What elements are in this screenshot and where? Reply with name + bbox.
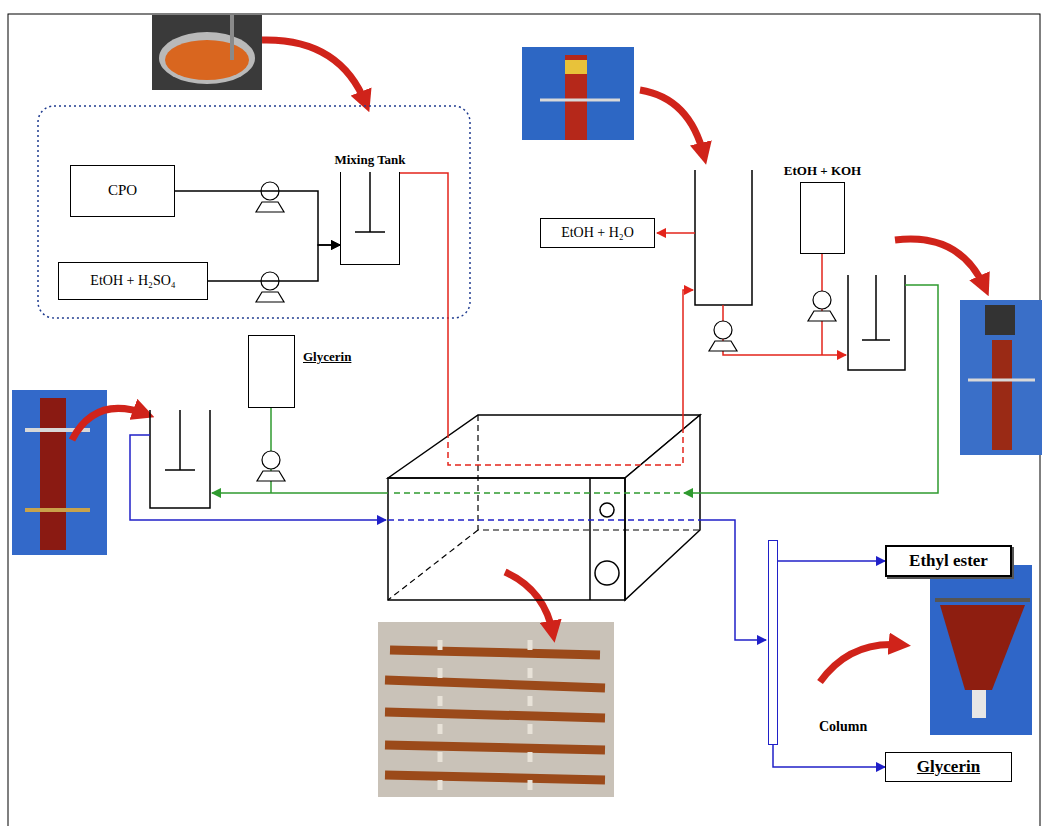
callout-arrow: [262, 40, 366, 104]
pump-symbol: [257, 471, 285, 481]
stream-line: [723, 305, 846, 355]
pump-symbol: [256, 292, 284, 302]
photo-separator: [540, 99, 620, 102]
callout-arrow: [505, 572, 553, 634]
product-box: Glycerin: [885, 752, 1012, 782]
photo-tubes: [385, 680, 605, 688]
agitator: [862, 275, 890, 340]
photo-funnel: [935, 598, 1030, 602]
callout-arrow: [820, 644, 902, 682]
box-label: Glycerin: [917, 757, 980, 777]
stream-line: [683, 290, 693, 432]
mixer-vessel: [150, 410, 210, 508]
reactor-knob: [600, 503, 614, 517]
photo-tubes: [390, 650, 600, 655]
mixer-vessel: [848, 275, 905, 370]
stream-line: [212, 492, 388, 494]
vessel-label: Mixing Tank: [334, 153, 405, 168]
stream-line: [388, 519, 700, 521]
pump-symbol: [709, 341, 737, 351]
photo-funnel: [930, 565, 1032, 735]
photo-funnel: [972, 690, 986, 718]
photo-mixer: [992, 340, 1012, 450]
photo-separator: [565, 60, 587, 74]
flow-arrow: [773, 745, 885, 767]
glycerin-tank: Glycerin: [248, 335, 295, 408]
photo-tubes: [385, 712, 605, 718]
photo-mixer: [985, 305, 1015, 335]
pump-symbol: [262, 451, 280, 469]
feed-box: CPO: [70, 165, 175, 217]
box-label: Ethyl ester: [909, 551, 988, 571]
page-frame: [8, 14, 1040, 826]
box-label: EtOH + H₂O: [561, 225, 634, 241]
stream-line: [400, 173, 448, 432]
pump-symbol: [256, 182, 836, 481]
reactor-box: [388, 478, 625, 600]
separation-column: Column: [768, 540, 778, 745]
photo-funnel: [940, 605, 1025, 690]
photo-tubes: [438, 640, 443, 790]
photo-tubes: [528, 640, 533, 790]
agitator: [355, 172, 385, 232]
agitator: [165, 410, 195, 470]
box-label: EtOH + H₂SO₄: [90, 273, 175, 289]
hidden-edge: [388, 415, 700, 600]
photo-tubes: [378, 622, 614, 797]
reactor-box: [625, 415, 700, 600]
photo-mixer: [968, 379, 1035, 382]
photo-tubes: [385, 745, 605, 750]
reactor-knob: [595, 561, 619, 585]
stream-line: [448, 432, 683, 465]
product-box: Ethyl ester: [885, 545, 1012, 577]
group-outline: [38, 106, 470, 318]
pump-symbol: [714, 321, 732, 339]
feed-box: EtOH + H₂SO₄: [58, 262, 208, 300]
box-label: CPO: [108, 182, 137, 199]
photo-mixer: [960, 300, 1042, 455]
photo-pot: [159, 32, 255, 84]
stream-line: [700, 520, 766, 640]
reactor-door: [589, 478, 591, 600]
pump-symbol: [813, 291, 831, 309]
catalyst-tank: EtOH + KOH: [800, 182, 845, 254]
flow-arrow: [208, 245, 340, 281]
callout-arrow: [640, 90, 704, 156]
vessel-label: EtOH + KOH: [784, 164, 861, 179]
photo-tubes: [385, 775, 605, 780]
photo-pot: [165, 40, 249, 80]
stream-line: [130, 435, 386, 520]
callout-arrow: [895, 239, 985, 288]
pump-symbol: [256, 202, 284, 212]
stream-line: [684, 285, 938, 493]
pump-symbol: [808, 311, 836, 321]
mixing-tank: Mixing Tank: [340, 172, 400, 265]
vessel-label: Column: [819, 719, 867, 735]
photo-pot: [152, 15, 262, 90]
photo-separator: [522, 47, 634, 140]
stream-line: [657, 232, 695, 234]
photo-pot: [230, 15, 234, 60]
flow-arrow: [175, 191, 340, 245]
photo-separator: [565, 55, 587, 140]
stream-line: [390, 492, 680, 494]
separator-vessel: [695, 170, 752, 305]
photo-vessel: [40, 398, 66, 550]
recovery-box: EtOH + H₂O: [540, 218, 655, 248]
vessel-label: Glycerin: [303, 350, 351, 365]
flow-arrow: [778, 560, 885, 562]
photo-vessel: [25, 508, 90, 512]
